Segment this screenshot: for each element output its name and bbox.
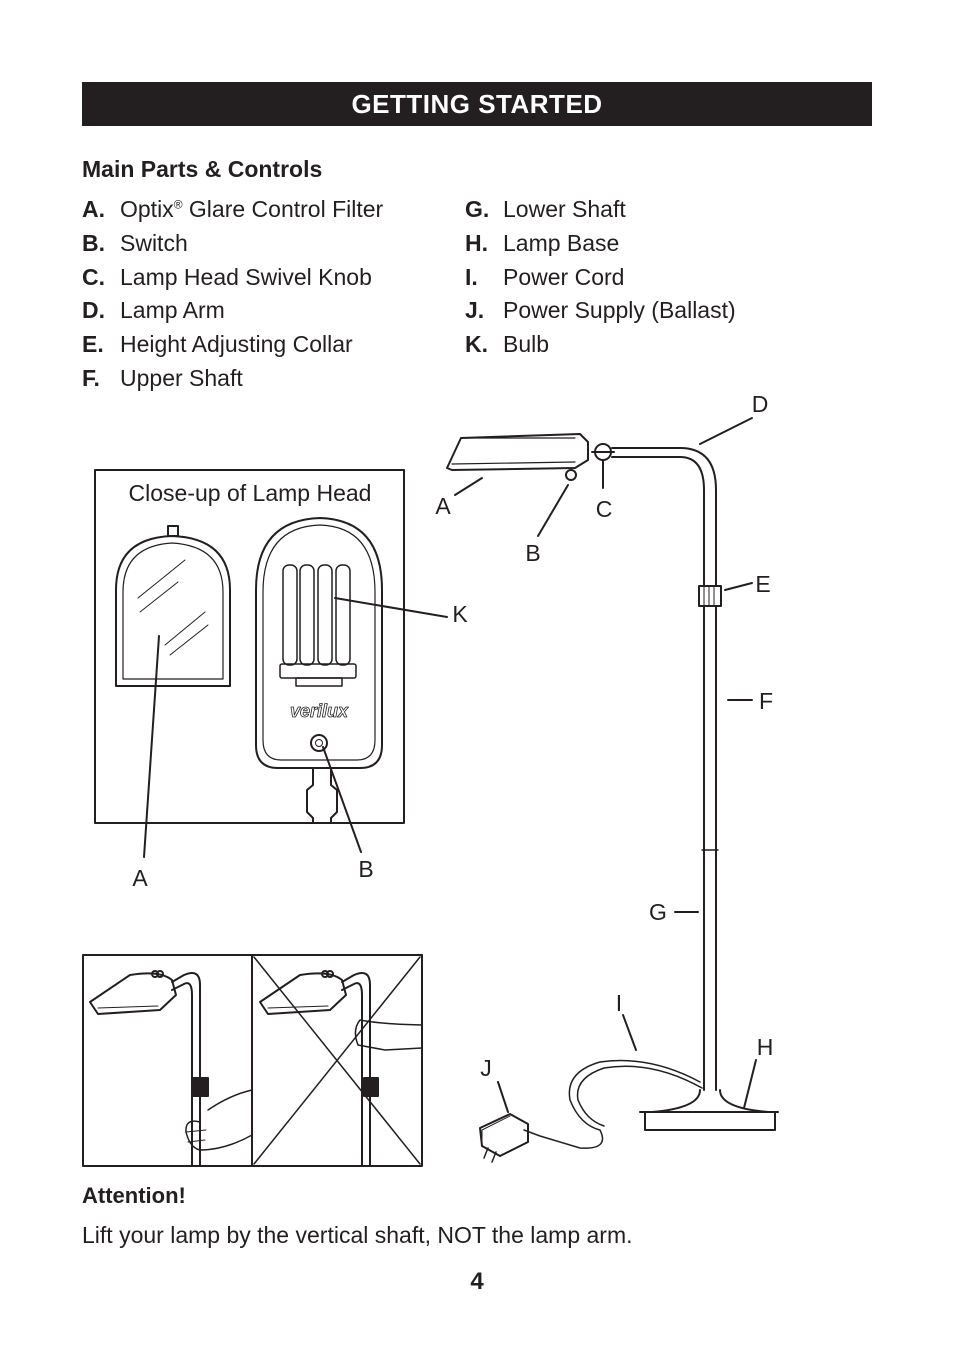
closeup-label-k: K	[452, 601, 468, 627]
part-item-i: I.Power Cord	[465, 263, 625, 290]
parts-heading: Main Parts & Controls	[82, 156, 323, 182]
power-cord	[523, 1059, 701, 1149]
attention-title: Attention!	[82, 1183, 186, 1208]
lamp-label-a: A	[435, 493, 451, 519]
part-item-c: C.Lamp Head Swivel Knob	[82, 263, 372, 290]
lamp-label-g: G	[649, 899, 667, 925]
switch-closeup	[310, 734, 328, 752]
glare-filter-closeup	[115, 525, 231, 687]
attention-text: Lift your lamp by the vertical shaft, NO…	[82, 1222, 633, 1248]
lamp-head-closeup: verilux	[255, 517, 383, 824]
lamp-arm	[611, 447, 717, 587]
part-item-a: A.Optix® Glare Control Filter	[82, 196, 384, 222]
lamp-label-i: I	[616, 990, 622, 1016]
part-item-g: G.Lower Shaft	[465, 196, 626, 222]
part-item-j: J.Power Supply (Ballast)	[465, 297, 736, 324]
closeup-title: Close-up of Lamp Head	[129, 480, 372, 506]
floor-lamp	[446, 417, 779, 1163]
lamp-label-e: E	[755, 571, 770, 597]
lamp-label-d: D	[752, 391, 769, 417]
bulb-closeup	[279, 564, 357, 687]
verilux-logo: verilux	[290, 701, 350, 722]
part-item-b: B.Switch	[82, 229, 188, 256]
lamp-label-b: B	[525, 540, 540, 566]
part-item-d: D.Lamp Arm	[82, 297, 225, 324]
lamp-label-j: J	[480, 1055, 492, 1081]
lamp-base	[644, 1089, 776, 1131]
page-number: 4	[470, 1268, 484, 1295]
part-item-f: F.Upper Shaft	[82, 364, 243, 391]
part-item-k: K.Bulb	[465, 331, 550, 358]
lamp-label-c: C	[596, 496, 613, 522]
closeup-panel: Close-up of Lamp Head veril	[94, 469, 448, 858]
part-item-e: E.Height Adjusting Collar	[82, 331, 353, 358]
power-supply	[479, 1113, 529, 1163]
height-collar	[698, 585, 722, 607]
parts-list-right: G.Lower Shaft H.Lamp Base I.Power Cord J…	[465, 196, 736, 365]
lamp-label-h: H	[757, 1034, 774, 1060]
lifting-panels	[82, 954, 423, 1167]
parts-list-left: A.Optix® Glare Control Filter B.Switch C…	[82, 196, 383, 399]
part-item-h: H.Lamp Base	[465, 229, 620, 256]
incorrect-lift-illustration	[253, 956, 423, 1167]
svg-text:verilux: verilux	[290, 701, 349, 721]
closeup-label-b: B	[358, 856, 373, 882]
lamp-label-f: F	[759, 688, 773, 714]
correct-lift-illustration	[89, 970, 253, 1167]
section-header: GETTING STARTED	[82, 82, 872, 126]
closeup-label-a: A	[132, 865, 148, 891]
lamp-head	[446, 433, 589, 481]
